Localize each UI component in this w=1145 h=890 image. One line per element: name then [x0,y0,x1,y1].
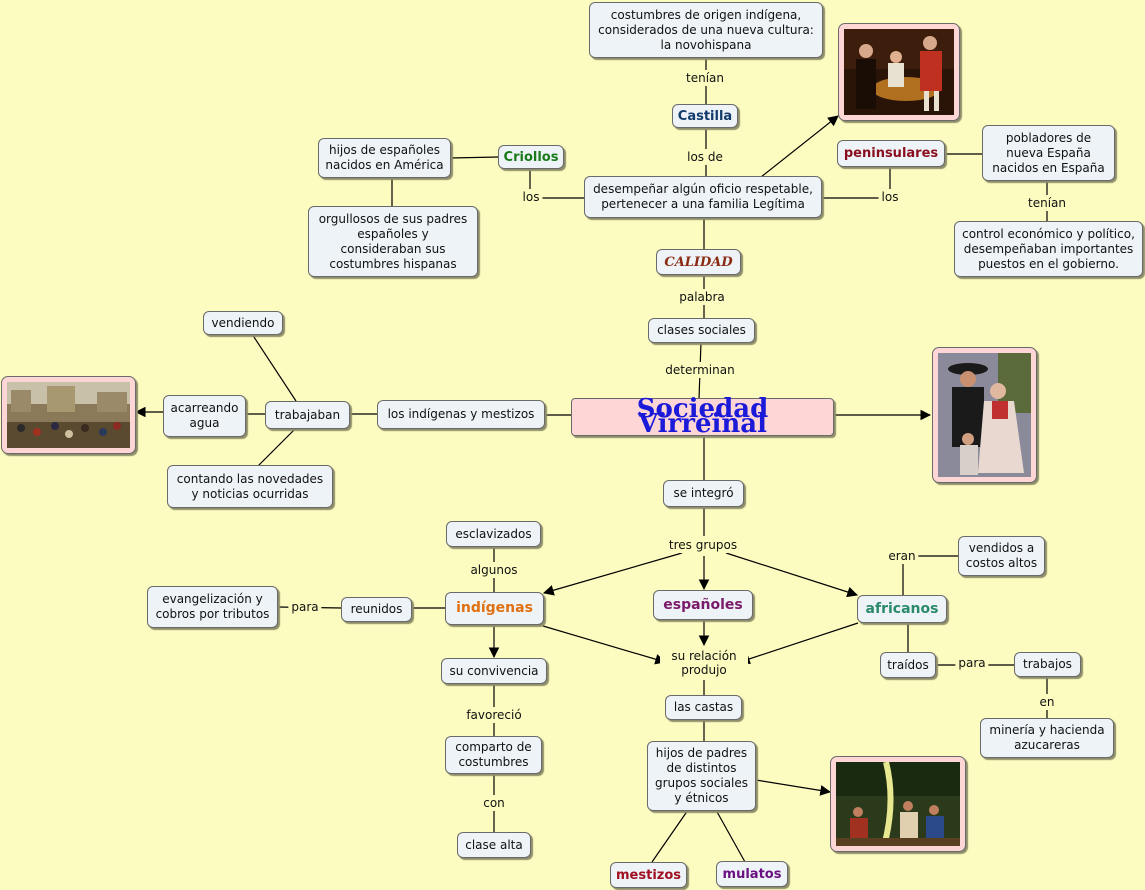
node-reunidos[interactable]: reunidos [341,597,412,622]
node-desempenar[interactable]: desempeñar algún oficio respetable, pert… [584,176,822,218]
link-label-en: en [1036,694,1058,710]
link-label-palabra: palabra [676,289,728,305]
node-mulatos[interactable]: mulatos [716,861,788,887]
node-pobladores[interactable]: pobladores de nueva España nacidos en Es… [982,125,1115,181]
node-hijos-espanoles[interactable]: hijos de españoles nacidos en América [318,138,451,178]
link-label-los-right: los [878,189,902,205]
node-traidos[interactable]: traídos [880,652,936,678]
node-contando[interactable]: contando las novedades y noticias ocurri… [167,465,333,508]
node-sociedad-virreinal[interactable]: Sociedad Virreinal [571,396,834,437]
node-vendidos[interactable]: vendidos a costos altos [958,536,1045,576]
node-mineria[interactable]: minería y hacienda azucareras [980,718,1114,758]
node-orgullosos[interactable]: orgullosos de sus padres españoles y con… [308,206,478,277]
node-clase-alta[interactable]: clase alta [457,832,531,858]
node-acarreando[interactable]: acarreando agua [163,395,246,437]
link-label-para-right: para [955,655,989,671]
node-esclavizados[interactable]: esclavizados [446,521,541,547]
node-indigenas[interactable]: indígenas [445,592,544,625]
painting-dance-icon[interactable] [830,756,966,852]
node-evangelizacion[interactable]: evangelización y cobros por tributos [147,586,278,628]
link-label-favorecio: favoreció [463,707,525,723]
link-label-para-left: para [288,599,322,615]
link-label-los-left: los [519,189,543,205]
link-label-algunos: algunos [467,562,521,578]
node-comparto[interactable]: comparto de costumbres [445,736,542,774]
link-label-con: con [480,795,508,811]
node-se-integro[interactable]: se integró [663,480,744,507]
node-mestizos[interactable]: mestizos [610,862,687,888]
node-costumbres-origen[interactable]: costumbres de origen indígena, considera… [589,2,823,58]
node-trabajaban[interactable]: trabajaban [265,401,350,429]
link-label-los-de: los de [684,149,726,165]
node-vendiendo[interactable]: vendiendo [203,311,283,335]
node-indigenas-mestizos[interactable]: los indígenas y mestizos [377,400,545,429]
node-peninsulares[interactable]: peninsulares [837,140,945,167]
link-label-tenian-right: tenían [1025,195,1069,211]
node-control[interactable]: control económico y político, desempeñab… [954,221,1143,277]
node-castilla[interactable]: Castilla [672,104,738,128]
node-las-castas[interactable]: las castas [665,695,742,720]
node-clases-sociales[interactable]: clases sociales [648,318,755,343]
node-hijos-padres[interactable]: hijos de padres de distintos grupos soci… [647,741,756,811]
link-label-su-relacion: su relación produjo [660,648,748,678]
node-criollos[interactable]: Criollos [498,145,564,169]
painting-market-icon[interactable] [1,376,136,454]
link-label-tres-grupos: tres grupos [665,537,741,553]
node-su-convivencia[interactable]: su convivencia [441,658,547,684]
node-africanos[interactable]: africanos [857,595,947,623]
painting-family-icon[interactable] [838,23,960,121]
painting-couple-icon[interactable] [932,347,1037,483]
node-trabajos[interactable]: trabajos [1014,652,1081,677]
node-calidad[interactable]: CALIDAD [656,249,741,275]
link-label-determinan: determinan [662,362,738,378]
link-label-tenian-top: tenían [683,70,727,86]
link-label-eran: eran [885,548,919,564]
node-espanoles[interactable]: españoles [653,590,753,620]
